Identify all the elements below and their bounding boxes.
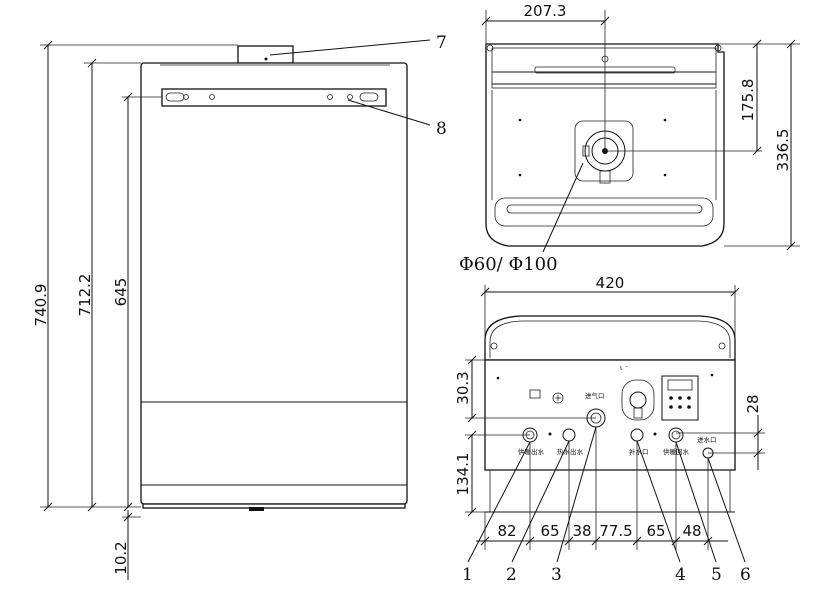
dim-420: 420 xyxy=(596,274,625,292)
bottom-view: ι ⁻ 供暖出水 热水出水 进气口 补水口 供暖回水 进水口 420 xyxy=(454,274,765,585)
dim-645: 645 xyxy=(112,278,130,307)
callout-7: 7 xyxy=(436,33,447,53)
dim-spacing-48: 48 xyxy=(682,522,701,540)
callout-leader-3 xyxy=(556,426,597,563)
pump-housing xyxy=(621,379,655,421)
label-hot-water-out: 热水出水 xyxy=(557,447,584,456)
callout-6: 6 xyxy=(740,565,751,585)
callout-4: 4 xyxy=(675,565,686,585)
label-gas-inlet: 进气口 xyxy=(585,391,605,400)
dim-spacing-65a: 65 xyxy=(540,522,559,540)
callout-leader-5 xyxy=(675,441,717,563)
callout-1: 1 xyxy=(462,565,473,585)
callout-2: 2 xyxy=(506,565,517,585)
svg-text:ι ⁻: ι ⁻ xyxy=(620,364,629,372)
label-cold-water-in: 进水口 xyxy=(697,435,717,444)
dim-28: 28 xyxy=(744,394,762,413)
flue-diameter-leader xyxy=(542,162,584,253)
callout-leader-7 xyxy=(269,39,431,56)
dim-712-2: 712.2 xyxy=(76,274,94,317)
dim-spacing-65b: 65 xyxy=(646,522,665,540)
wall-bracket xyxy=(161,88,387,107)
callout-leader-6 xyxy=(707,457,746,563)
dim-30-3: 30.3 xyxy=(454,371,472,404)
flue-diameter-label: Φ60/ Φ100 xyxy=(459,254,558,275)
callout-leader-4 xyxy=(636,440,681,563)
dim-175-8: 175.8 xyxy=(739,79,757,122)
callout-leader-8 xyxy=(347,99,431,126)
dim-spacing-77-5: 77.5 xyxy=(599,522,632,540)
side-view: 740.9 712.2 645 10.2 7 8 xyxy=(32,33,447,580)
connection-panel xyxy=(484,359,736,471)
dim-spacing-82: 82 xyxy=(497,522,516,540)
label-refill: 补水口 xyxy=(629,447,649,456)
callout-3: 3 xyxy=(551,565,562,585)
dim-336-5: 336.5 xyxy=(774,129,792,172)
flue-spigot xyxy=(237,45,294,64)
dim-spacing-38: 38 xyxy=(572,522,591,540)
dim-207-3: 207.3 xyxy=(524,2,567,20)
dim-10-2: 10.2 xyxy=(112,541,130,574)
dim-740-9: 740.9 xyxy=(32,284,50,327)
callout-5: 5 xyxy=(711,565,722,585)
callout-8: 8 xyxy=(436,119,447,139)
top-view: 207.3 175.8 336.5 Φ60/ Φ100 xyxy=(459,2,800,275)
boiler-casing xyxy=(140,62,408,505)
callout-leader-1 xyxy=(467,441,531,563)
label-heating-supply: 供暖出水 xyxy=(518,447,545,456)
control-box xyxy=(661,375,699,421)
bottom-cover xyxy=(484,315,736,361)
callout-leader-2 xyxy=(511,440,570,563)
dim-134-1: 134.1 xyxy=(454,453,472,496)
